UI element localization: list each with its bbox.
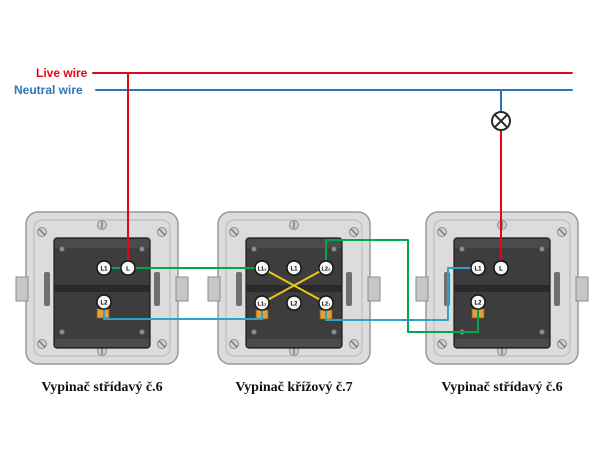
mini-screw-icon xyxy=(139,329,145,335)
switch-module-2 xyxy=(207,211,381,365)
switch1-terminal-L2-label: L2 xyxy=(100,300,108,306)
switch3-terminal-L-label: L xyxy=(499,266,503,272)
switch1-left-slot xyxy=(44,272,50,306)
screw-slot-icon xyxy=(350,228,358,236)
mini-screw-icon xyxy=(139,246,145,252)
switch3-left-claw xyxy=(415,276,429,302)
switch1-mechanism-groove xyxy=(55,285,149,292)
switch1-terminal-L1-label: L1 xyxy=(100,266,108,272)
switch2-terminal-L1-1 xyxy=(254,260,270,276)
switch2-terminal-L2-label: L2 xyxy=(290,301,298,307)
switch3-terminal-L2 xyxy=(470,294,486,310)
traveler-cyan-switch2-to-switch3 xyxy=(325,267,472,321)
switch2-terminal-L1 xyxy=(286,260,302,276)
switch3-mechanism-bottom-band xyxy=(455,339,549,347)
switch2-mechanism-top-band xyxy=(247,239,341,248)
switch-module-1 xyxy=(15,211,189,365)
switch2-terminal-L2-2 xyxy=(318,260,334,276)
switch2-terminal-L2 xyxy=(286,295,302,311)
switch2-terminal-L1-label: L1 xyxy=(290,266,298,272)
switch2-terminal-L2-1 xyxy=(318,295,334,311)
screw-slot-icon xyxy=(158,340,166,348)
switch3-mechanism-groove xyxy=(455,285,549,292)
switch1-mechanism xyxy=(53,237,151,349)
switch2-caption: Vypinač křížový č.7 xyxy=(235,380,352,395)
mini-screw-icon xyxy=(59,246,65,252)
switch2-right-claw xyxy=(367,276,381,302)
switch3-terminal-L1 xyxy=(470,260,486,276)
traveler-green-switch2-to-switch3 xyxy=(325,239,479,333)
switch3-terminal-L xyxy=(493,260,509,276)
mini-screw-icon xyxy=(251,329,257,335)
switch2-mechanism xyxy=(245,237,343,349)
switch3-right-slot xyxy=(554,272,560,306)
neutral-wire-label: Neutral wire xyxy=(14,83,83,97)
mini-screw-icon xyxy=(539,329,545,335)
switch1-mechanism-bottom-band xyxy=(55,339,149,347)
switch2-mechanism-bottom-band xyxy=(247,339,341,347)
switch2-terminal-L1-1-label: L1₁ xyxy=(258,266,268,272)
mini-screw-icon xyxy=(331,329,337,335)
switch2-terminal-L1-2-label: L1₂ xyxy=(257,301,267,307)
switch2-terminal-L1-2 xyxy=(254,295,270,311)
screw-slot-icon xyxy=(230,228,238,236)
mini-screw-icon xyxy=(331,246,337,252)
switch3-caption: Vypinač střídavý č.6 xyxy=(441,380,562,395)
lamp-x-line xyxy=(493,113,509,129)
screw-slot-icon xyxy=(558,228,566,236)
screw-slot-icon xyxy=(438,340,446,348)
switch1-caption: Vypinač střídavý č.6 xyxy=(41,380,162,395)
switch2-terminal-L2-2-label: L2₂ xyxy=(321,266,331,272)
switch3-terminal-L2-label: L2 xyxy=(474,300,482,306)
switch1-left-claw xyxy=(15,276,29,302)
screw-slot-icon xyxy=(230,340,238,348)
switch1-right-claw xyxy=(175,276,189,302)
switch2-left-claw xyxy=(207,276,221,302)
switch3-right-claw xyxy=(575,276,589,302)
screw-slot-icon xyxy=(438,228,446,236)
screw-slot-icon xyxy=(38,340,46,348)
switch2-mechanism-groove xyxy=(247,285,341,292)
screw-slot-icon xyxy=(38,228,46,236)
switch1-terminal-L1 xyxy=(96,260,112,276)
mini-screw-icon xyxy=(539,246,545,252)
switch1-right-slot xyxy=(154,272,160,306)
mini-screw-icon xyxy=(59,329,65,335)
switch1-mechanism-top-band xyxy=(55,239,149,248)
switch1-terminal-L xyxy=(120,260,136,276)
switch2-left-slot xyxy=(236,272,242,306)
mini-screw-icon xyxy=(251,246,257,252)
cross-jumper-yellow-2 xyxy=(261,267,327,304)
switch2-terminal-L2-1-label: L2₁ xyxy=(322,301,332,307)
screw-slot-icon xyxy=(350,340,358,348)
switch2-right-slot xyxy=(346,272,352,306)
live-wire-label: Live wire xyxy=(36,66,88,80)
lamp-cross-circle-icon xyxy=(491,111,511,131)
mini-screw-icon xyxy=(459,246,465,252)
traveler-cyan-switch1-to-switch2 xyxy=(103,305,263,320)
switch1-terminal-L2 xyxy=(96,294,112,310)
screw-slot-icon xyxy=(558,340,566,348)
switch1-terminal-L-label: L xyxy=(126,266,130,272)
screw-slot-icon xyxy=(158,228,166,236)
switch3-terminal-L1-label: L1 xyxy=(474,266,482,272)
